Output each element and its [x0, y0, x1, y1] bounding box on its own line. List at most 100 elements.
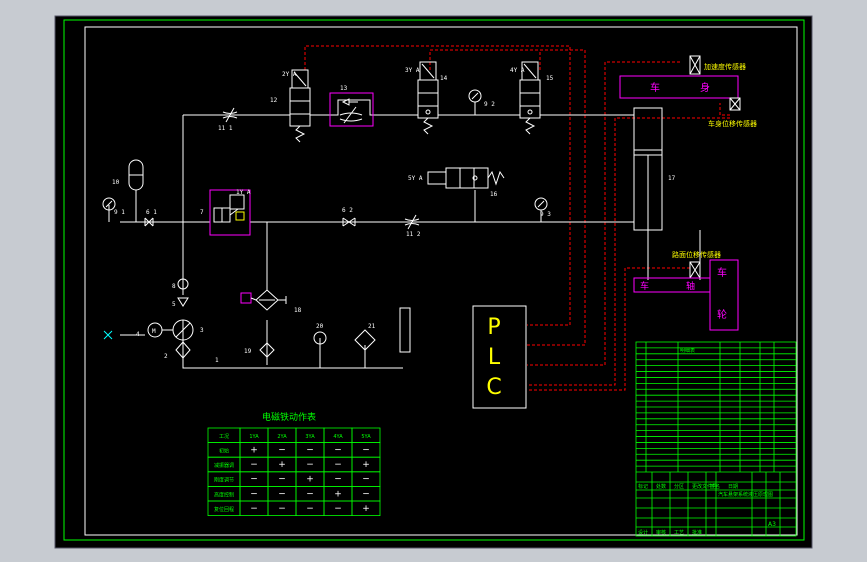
gauge-9-3	[534, 197, 548, 211]
accumulator-10	[128, 159, 144, 191]
label-9-3: 9 3	[540, 211, 551, 218]
label-18: 18	[294, 307, 302, 314]
label-19: 19	[244, 348, 252, 355]
label-13: 13	[340, 85, 348, 92]
signal-lines	[304, 45, 730, 391]
action-table-value: 复位回程	[214, 506, 234, 513]
plc-letter-c: C	[486, 375, 501, 400]
label-1ya: 1Y A	[236, 189, 251, 196]
road-sensor-cross	[689, 261, 701, 279]
car-body-label-2: 身	[700, 81, 710, 94]
label-9-1: 9 1	[114, 209, 125, 216]
plc-letter-p: P	[487, 315, 500, 340]
action-table-value: −	[278, 504, 286, 514]
label-5: 5	[172, 301, 176, 308]
label-11-1: 11 1	[218, 125, 233, 132]
label-14: 14	[440, 75, 448, 82]
action-table-value: −	[334, 504, 342, 514]
label-motor: M	[152, 328, 156, 335]
action-table-value: −	[362, 489, 370, 499]
accel-sensor-label: 加速度传感器	[704, 62, 746, 71]
label-16: 16	[490, 191, 498, 198]
action-table-value: −	[334, 446, 342, 456]
action-table-header: 工况	[219, 434, 229, 440]
label-12: 12	[270, 97, 278, 104]
label-6-2: 6 2	[342, 207, 353, 214]
label-3ya: 3Y A	[405, 67, 420, 74]
label-4: 4	[136, 331, 140, 338]
label-2: 2	[164, 353, 168, 360]
drawing-sheet	[54, 15, 813, 549]
cylinder-17	[633, 107, 663, 231]
label-5ya: 5Y A	[408, 175, 423, 182]
title-block	[635, 341, 797, 537]
scale-label: A3	[768, 521, 776, 528]
label-21: 21	[368, 323, 376, 330]
accel-sensor-cross	[689, 55, 701, 75]
action-table-value: −	[334, 460, 342, 470]
car-axle-label-1: 车	[640, 280, 649, 292]
title-block-bottom-label: 审核	[656, 529, 666, 536]
label-4ya: 4Y A	[510, 67, 525, 74]
action-table-value: 初始	[219, 448, 229, 455]
action-table-value: +	[306, 475, 314, 485]
action-table-value: −	[306, 489, 314, 499]
action-table-value: −	[306, 446, 314, 456]
action-table-value: −	[278, 475, 286, 485]
action-table-value: −	[250, 504, 258, 514]
action-table-value: −	[250, 475, 258, 485]
valve-6-1	[144, 217, 154, 227]
outer-frame	[63, 19, 805, 541]
wheel-block	[709, 259, 739, 331]
valve-6-2	[342, 217, 356, 227]
car-body-label-1: 车	[650, 81, 660, 94]
car-axle-label-2: 轴	[686, 280, 695, 292]
action-table-value: +	[334, 489, 342, 499]
valve-15	[519, 61, 541, 135]
gauge-9-1	[102, 197, 116, 211]
filter-19	[259, 342, 275, 358]
title-block-bottom-label: 设计	[638, 529, 648, 536]
action-table-header: 5YA	[361, 434, 371, 440]
label-10: 10	[112, 179, 120, 186]
body-disp-sensor-cross	[729, 97, 741, 111]
title-block-label: 日期	[728, 484, 738, 490]
action-table-value: 减振器调	[214, 462, 234, 469]
pump-group	[103, 278, 194, 359]
label-8: 8	[172, 283, 176, 290]
label-2ya: 2Y A	[282, 71, 297, 78]
action-table-value: +	[362, 460, 370, 470]
valve-12	[289, 69, 311, 143]
title-block-label: 处数	[656, 483, 666, 490]
title-block-bottom-label: 批准	[692, 529, 702, 536]
action-table-value: 高度控制	[214, 491, 234, 498]
bom-title: 明细表	[680, 347, 695, 354]
body-disp-sensor-label: 车身位移传感器	[708, 119, 757, 128]
action-table-header: 4YA	[333, 434, 343, 440]
action-table-value: −	[278, 446, 286, 456]
hydraulic-lines	[108, 99, 701, 369]
action-table-value: −	[362, 446, 370, 456]
accel-sensor-icon	[689, 55, 701, 75]
label-17: 17	[668, 175, 676, 182]
action-table-value: +	[362, 504, 370, 514]
title-block-label: 分区	[674, 483, 684, 490]
valve-13	[329, 92, 374, 127]
body-disp-sensor-icon	[729, 97, 741, 111]
action-table-value: −	[306, 460, 314, 470]
label-7: 7	[200, 209, 204, 216]
label-3: 3	[200, 327, 204, 334]
action-table-value: −	[334, 475, 342, 485]
label-20: 20	[316, 323, 324, 330]
action-table-value: −	[250, 489, 258, 499]
action-table-value: −	[250, 460, 258, 470]
title-block-text: 标记处数分区更改文件号签名日期汽车悬架系统液压原理图明细表A3设计审核工艺批准	[638, 347, 776, 536]
road-disp-sensor-label: 路面位移传感器	[672, 250, 721, 259]
action-table-header: 1YA	[249, 434, 259, 440]
label-15: 15	[546, 75, 554, 82]
tank	[399, 307, 411, 353]
label-9-2: 9 2	[484, 101, 495, 108]
plc-letter-l: L	[488, 345, 501, 370]
